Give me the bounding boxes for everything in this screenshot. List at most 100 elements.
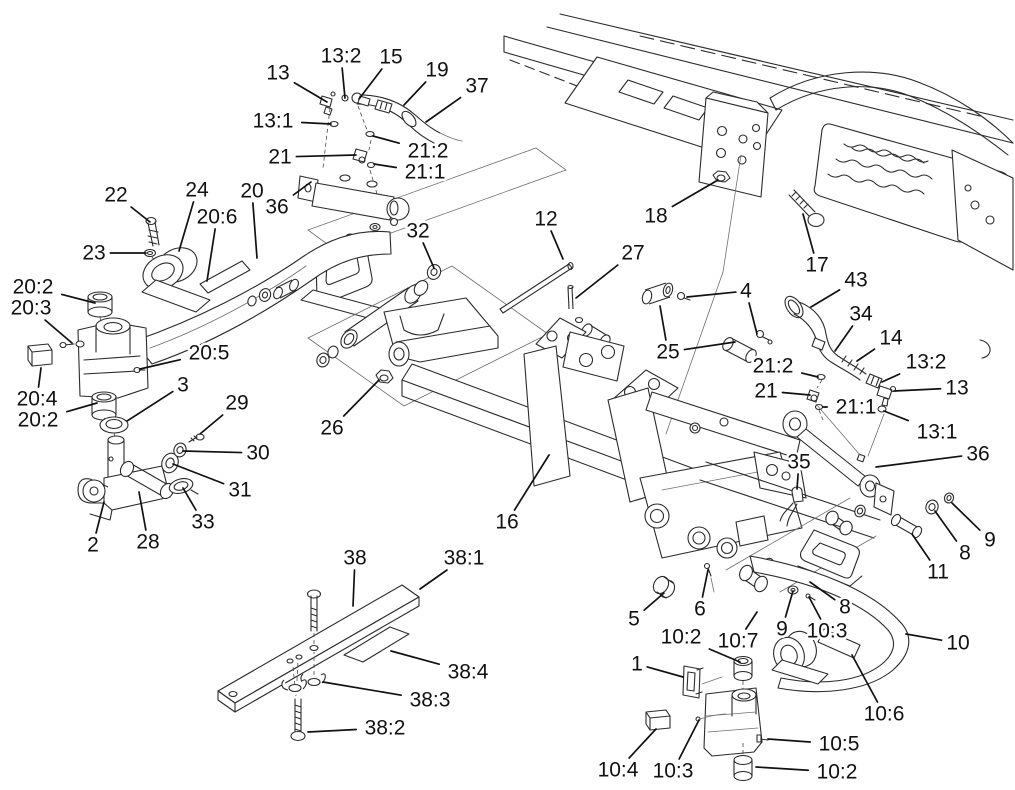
leader-line (550, 230, 564, 260)
callout-label: 10:5 (819, 733, 860, 756)
leader-line (781, 391, 811, 396)
callout-label: 38 (343, 547, 366, 570)
leader-line (659, 305, 667, 341)
leader-line (403, 81, 427, 106)
callout-label: 20:3 (11, 297, 52, 320)
callout-label: 21 (268, 146, 291, 169)
callout-label: 9 (776, 618, 788, 641)
leader-line (628, 728, 657, 759)
callout-label: 10:7 (718, 630, 759, 653)
arm-tube-left (133, 230, 392, 365)
callout-label: 6 (694, 598, 706, 621)
callout-label: 20:2 (18, 409, 59, 432)
callout-label: 10:3 (807, 620, 848, 643)
leader-line (678, 719, 700, 760)
leader-line (95, 501, 105, 534)
leader-line (342, 379, 380, 417)
callout-label: 10 (946, 632, 969, 655)
callout-label: 3 (177, 374, 189, 397)
leader-line (178, 201, 195, 252)
leader-line (905, 633, 943, 642)
callout-label: 17 (805, 254, 828, 277)
callout-label: 20:6 (197, 206, 238, 229)
leader-line (206, 228, 216, 282)
callout-label: 21:1 (836, 396, 877, 419)
callout-label: 20:5 (189, 342, 230, 365)
clamp-handle-left (141, 216, 211, 313)
leader-line (834, 325, 854, 352)
leader-line (784, 590, 794, 618)
leader-line (893, 387, 942, 392)
leader-line (390, 650, 441, 665)
callout-label: 32 (406, 220, 429, 243)
leader-line (701, 569, 709, 598)
hose-assembly-right (784, 295, 991, 457)
leader-line (748, 302, 758, 335)
leader-line (856, 348, 876, 362)
callout-label: 13 (945, 377, 968, 400)
leader-line (686, 291, 737, 298)
leader-line (341, 67, 346, 99)
leader-line (671, 179, 719, 208)
callout-label: 13:2 (321, 45, 362, 68)
leader-line (883, 410, 910, 422)
callout-label: 12 (534, 208, 557, 231)
leader-line (911, 533, 931, 561)
leader-line (182, 487, 197, 511)
leader-line (951, 502, 981, 531)
callout-label: 26 (320, 417, 343, 440)
callout-label: 5 (628, 608, 640, 631)
callout-label: 14 (879, 327, 903, 350)
leader-line (172, 463, 225, 485)
leader-line (373, 163, 398, 169)
callout-label: 28 (136, 531, 159, 554)
leader-line (37, 367, 42, 388)
callout-label: 21:2 (753, 355, 794, 378)
leader-line (300, 121, 332, 125)
leader-line (425, 96, 462, 123)
callout-label: 36 (966, 443, 989, 466)
callout-label: 38:4 (448, 661, 489, 684)
callout-label: 13:1 (917, 421, 958, 444)
callout-label: 11 (927, 561, 949, 584)
callout-label: 35 (787, 451, 810, 474)
leader-line (292, 181, 312, 196)
leader-line (808, 596, 822, 620)
callout-label: 20:2 (13, 276, 54, 299)
leader-line (796, 473, 799, 490)
callout-label: 13 (266, 62, 289, 85)
callout-label: 10:6 (864, 703, 905, 726)
leader-line (60, 293, 96, 304)
callout-label: 18 (644, 205, 667, 228)
leader-line (809, 581, 836, 601)
leader-line (802, 213, 815, 254)
leader-line (139, 358, 182, 370)
leader-line (810, 288, 841, 308)
callout-label: 36 (265, 196, 288, 219)
caster-assembly-right (645, 562, 769, 782)
wear-bar-38 (217, 584, 420, 742)
mount-bolt-17 (788, 189, 825, 228)
leader-line (358, 68, 383, 100)
leader-line (646, 666, 684, 678)
leader-line (875, 455, 963, 468)
leader-line (352, 569, 356, 607)
callout-label: 10:3 (653, 760, 694, 783)
leader-line (800, 372, 819, 378)
leader-line (322, 681, 403, 697)
callout-label: 37 (465, 75, 488, 98)
callout-label: 38:1 (444, 547, 485, 570)
callout-label: 20 (240, 180, 263, 203)
callout-label: 8 (959, 542, 971, 565)
leader-line (307, 728, 358, 733)
callout-label: 2 (87, 534, 99, 557)
callout-label: 25 (656, 341, 679, 364)
callout-label: 31 (228, 479, 251, 502)
leader-line (44, 319, 73, 344)
callout-label: 22 (104, 184, 127, 207)
callout-label: 9 (984, 529, 996, 552)
leader-line (372, 135, 401, 144)
leader-line (422, 242, 435, 269)
leader-line (182, 450, 243, 454)
